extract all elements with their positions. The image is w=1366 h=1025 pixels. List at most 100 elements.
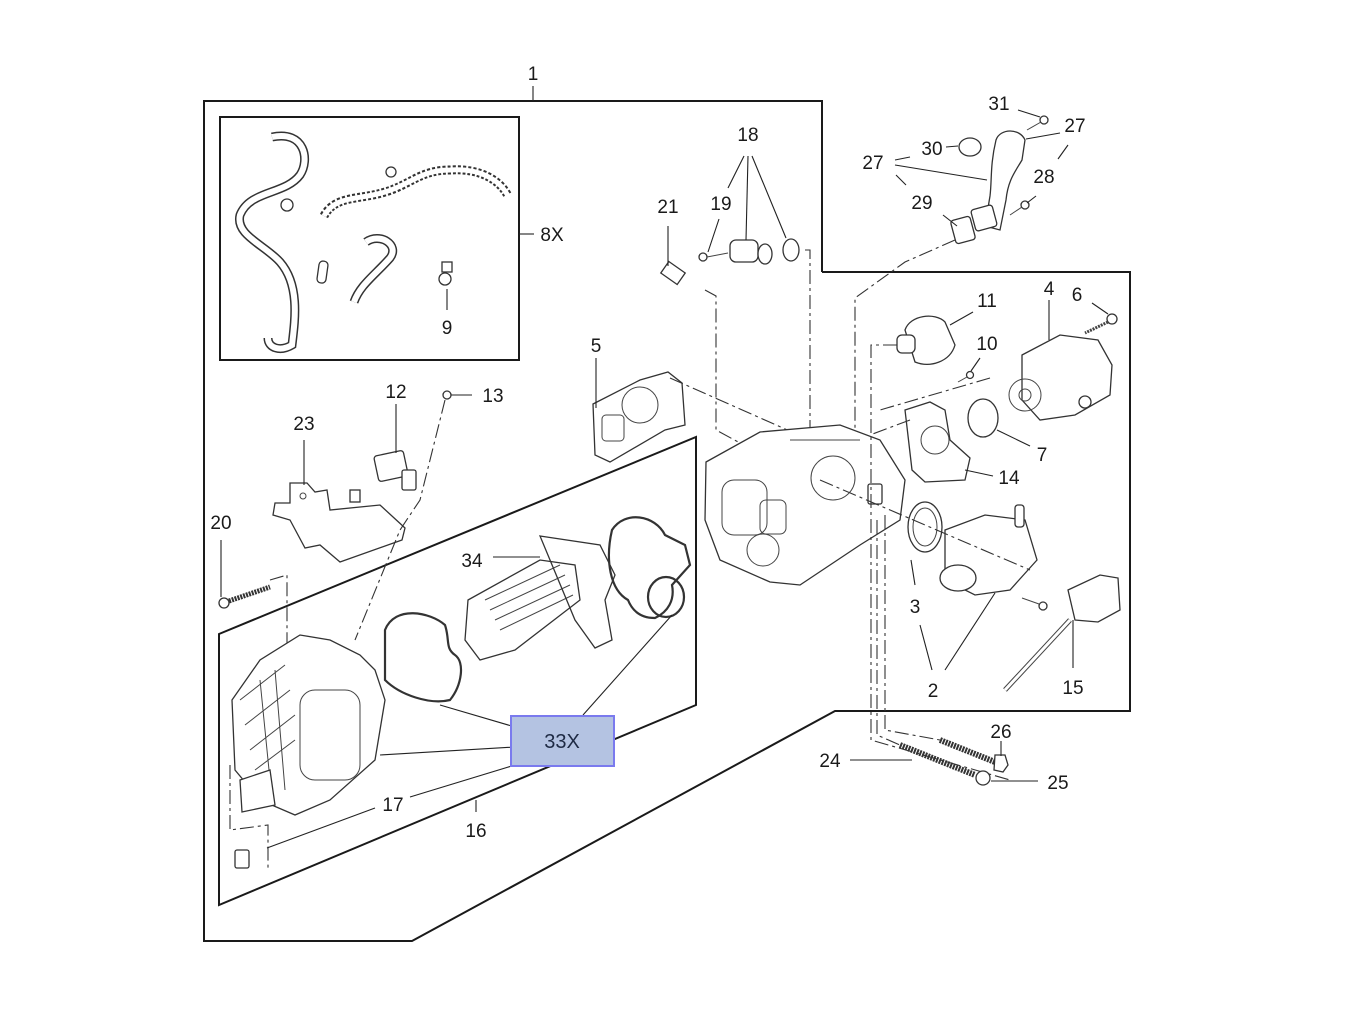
hose-clip-9-head bbox=[441, 261, 453, 273]
callout-12[interactable]: 12 bbox=[385, 382, 406, 403]
leader-14 bbox=[964, 469, 994, 477]
cooler-body-17-cage bbox=[239, 664, 296, 791]
callout-18[interactable]: 18 bbox=[737, 125, 758, 146]
bolt-31-head bbox=[1039, 115, 1049, 125]
callout-31[interactable]: 31 bbox=[988, 94, 1009, 115]
callout-5[interactable]: 5 bbox=[591, 336, 602, 357]
callout-19[interactable]: 19 bbox=[710, 194, 731, 215]
gasket-5-hole bbox=[621, 386, 659, 424]
axis-18 bbox=[805, 249, 811, 430]
callout-24[interactable]: 24 bbox=[819, 751, 841, 772]
callout-33x-box[interactable] bbox=[510, 715, 615, 767]
axis-29 bbox=[854, 239, 956, 430]
thermostat-nipple bbox=[1014, 504, 1025, 528]
screw-10 bbox=[965, 370, 975, 380]
stud-24 bbox=[898, 742, 977, 778]
hose-short-bent-inner bbox=[351, 235, 396, 304]
callout-20[interactable]: 20 bbox=[210, 513, 231, 534]
callout-26[interactable]: 26 bbox=[990, 722, 1011, 743]
callout-7[interactable]: 7 bbox=[1037, 445, 1048, 466]
egr-valve-4-face bbox=[1008, 378, 1042, 412]
callout-17[interactable]: 17 bbox=[382, 795, 403, 816]
callout-14[interactable]: 14 bbox=[998, 468, 1020, 489]
callout-3[interactable]: 3 bbox=[910, 597, 921, 618]
callout-30[interactable]: 30 bbox=[921, 139, 942, 160]
leader-2 bbox=[944, 592, 996, 671]
hose-clamp-b bbox=[385, 166, 397, 178]
callout-15[interactable]: 15 bbox=[1062, 678, 1083, 699]
cooler-16-frame bbox=[218, 435, 697, 907]
bolt-31-shank bbox=[1026, 121, 1042, 131]
callout-16[interactable]: 16 bbox=[465, 821, 486, 842]
leader-31 bbox=[1017, 109, 1041, 118]
nut-25 bbox=[975, 770, 991, 786]
screw-13-head bbox=[442, 390, 452, 400]
hose-kit-parts bbox=[235, 131, 513, 353]
hose-corrugated-inner bbox=[321, 167, 511, 218]
egr-housing bbox=[704, 424, 906, 586]
screw-10-shank bbox=[957, 376, 968, 383]
seal-ring-3-inner bbox=[912, 507, 938, 547]
bolt-6-shank bbox=[1084, 320, 1109, 335]
callout-29[interactable]: 29 bbox=[911, 193, 932, 214]
axis-13 bbox=[354, 399, 446, 641]
callout-9[interactable]: 9 bbox=[442, 318, 453, 339]
bolt-6-head bbox=[1106, 313, 1118, 325]
leader-29 bbox=[942, 214, 958, 227]
sensor-21 bbox=[659, 260, 687, 286]
sensor-12-bracket bbox=[401, 469, 417, 491]
housing-port-a bbox=[721, 479, 768, 536]
hose-long-inner bbox=[236, 132, 308, 352]
egr-valve-4-lug bbox=[1078, 395, 1092, 409]
leader-6 bbox=[1091, 302, 1109, 315]
housing-outlet bbox=[746, 533, 780, 567]
stud-26 bbox=[938, 737, 997, 765]
callout-1[interactable]: 1 bbox=[528, 64, 539, 85]
leader-33x-b bbox=[379, 746, 516, 756]
callout-13[interactable]: 13 bbox=[482, 386, 503, 407]
callout-4[interactable]: 4 bbox=[1044, 279, 1055, 300]
pipe-27 bbox=[984, 130, 1026, 231]
assembly-1-frame bbox=[203, 100, 1131, 942]
pipe-flange bbox=[970, 204, 998, 232]
gasket-5-port bbox=[601, 414, 625, 442]
callout-21[interactable]: 21 bbox=[657, 197, 678, 218]
callout-33x-highlight[interactable]: 33X bbox=[510, 715, 615, 767]
housing-port-b bbox=[759, 499, 787, 535]
callout-34[interactable]: 34 bbox=[461, 551, 483, 572]
callout-10[interactable]: 10 bbox=[976, 334, 997, 355]
cooler-bracket bbox=[239, 769, 276, 813]
housing-parts bbox=[592, 300, 1121, 781]
bracket-23 bbox=[272, 482, 406, 563]
gasket-33x-c bbox=[646, 575, 686, 619]
callout-25[interactable]: 25 bbox=[1047, 773, 1068, 794]
leader-27b2 bbox=[894, 164, 988, 181]
nut-26 bbox=[993, 754, 1009, 773]
callout-23[interactable]: 23 bbox=[293, 414, 314, 435]
callout-8x[interactable]: 8X bbox=[540, 225, 564, 246]
pipe-assembly bbox=[854, 109, 1069, 430]
leader-30 bbox=[945, 145, 959, 148]
callout-27-left[interactable]: 27 bbox=[862, 153, 883, 174]
leader-7 bbox=[996, 429, 1031, 447]
callout-27-right[interactable]: 27 bbox=[1064, 116, 1085, 137]
gasket-14 bbox=[904, 401, 971, 483]
sensor-12 bbox=[373, 450, 409, 482]
callout-6[interactable]: 6 bbox=[1072, 285, 1083, 306]
hose-kit-8x-frame bbox=[219, 116, 520, 361]
bolt-20-shank bbox=[228, 584, 271, 604]
clip-17 bbox=[234, 849, 250, 869]
callout-11[interactable]: 11 bbox=[977, 291, 997, 312]
callout-28[interactable]: 28 bbox=[1033, 167, 1054, 188]
oring-7 bbox=[967, 398, 999, 438]
actuator-11-stem bbox=[896, 334, 916, 354]
axis-4 bbox=[879, 377, 991, 411]
leader-27a2 bbox=[1057, 144, 1069, 160]
cooler-core-34 bbox=[464, 559, 581, 661]
gasket-29 bbox=[950, 215, 976, 245]
leader-27b1 bbox=[894, 156, 911, 161]
leader-18a bbox=[727, 155, 745, 189]
callout-33x[interactable]: 33X bbox=[544, 731, 580, 753]
callout-2[interactable]: 2 bbox=[928, 681, 939, 702]
leader-10 bbox=[970, 357, 981, 372]
